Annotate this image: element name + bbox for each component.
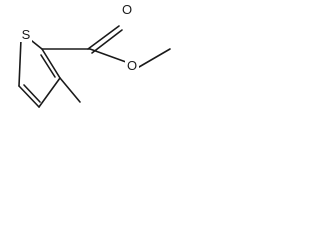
bond-c5-c4	[18, 85, 40, 108]
bond-c4-c3	[38, 77, 61, 108]
bond-c5-c4-inner	[23, 84, 41, 103]
bond-s-c5	[18, 38, 22, 87]
atom-label-carbonyl-oxygen: O	[122, 2, 132, 17]
atom-label-sulfur: S	[22, 27, 31, 42]
bond-carbonyl-double-a	[87, 25, 120, 50]
bond-c3-c2	[41, 48, 61, 79]
bond-c3-methyl	[59, 77, 81, 103]
bond-ester-o-methyl	[138, 48, 171, 68]
atom-label-ester-oxygen: O	[127, 58, 137, 73]
structure-diagram: S O O	[18, 2, 171, 108]
bond-c3-c2-inner	[40, 54, 56, 78]
bond-carbonyl-ester-o	[89, 48, 127, 63]
bond-carbonyl-double-b	[91, 29, 123, 54]
